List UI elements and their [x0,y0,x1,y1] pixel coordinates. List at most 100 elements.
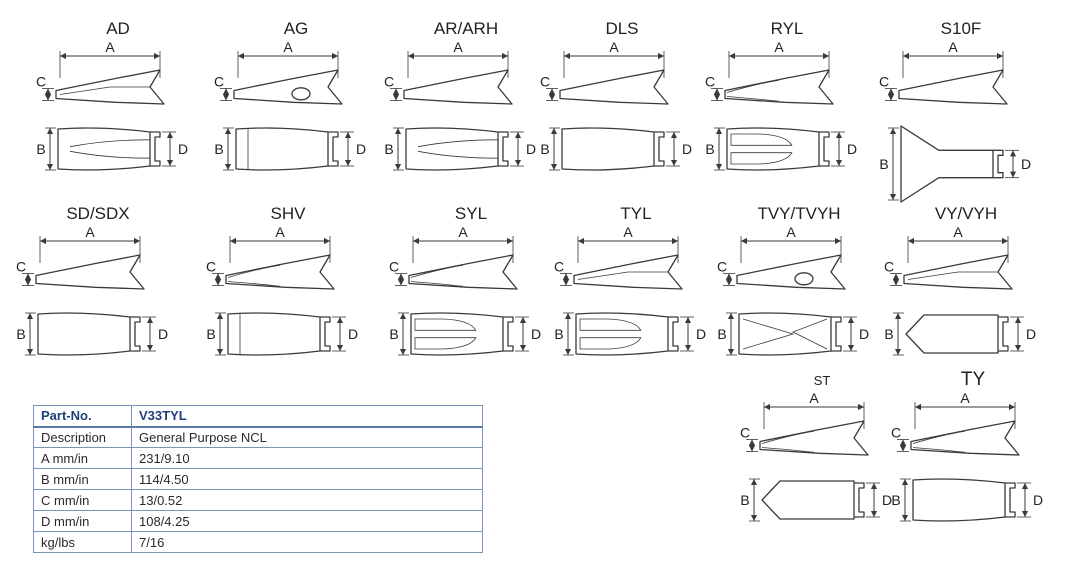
tooth-side-view [898,69,1008,105]
dimension-b-label: B [384,141,393,157]
tooth-type-label: TYL [620,204,651,223]
tooth-side-view [910,420,1020,456]
tooth-side-view [408,254,518,290]
dimension-a-label: A [774,39,784,55]
spec-label: Part-No. [33,405,132,428]
dimension-d-label: D [1033,492,1043,508]
dimension-c-label: C [884,258,894,274]
tooth-top-view [561,127,655,171]
dimension-d-label: D [348,326,358,342]
dimension-c-label: C [554,258,564,274]
dimension-c-label: C [36,73,46,89]
dimension-a-label: A [609,39,619,55]
tooth-type-ty: TYA C B D [891,369,1043,522]
dimension-d-label: D [682,141,692,157]
dimension-c-label: C [740,424,750,440]
tooth-top-view [37,312,131,356]
tooth-side-view [724,69,834,105]
tooth-type-label: SD/SDX [66,204,129,223]
tooth-side-view [736,254,846,290]
tooth-type-label: AG [284,19,309,38]
spec-table-row: kg/lbs 7/16 [33,531,483,553]
dimension-d-label: D [158,326,168,342]
dimension-b-label: B [740,492,749,508]
dimension-d-label: D [1026,326,1036,342]
tooth-side-view [225,254,335,290]
tooth-type-label: VY/VYH [935,204,997,223]
dimension-a-label: A [786,224,796,240]
spec-value: 7/16 [131,531,483,553]
tooth-type-label: AR/ARH [434,19,498,38]
tooth-top-view [738,312,832,356]
dimension-d-label: D [531,326,541,342]
dimension-d-label: D [526,141,536,157]
dimension-b-label: B [717,326,726,342]
dimension-d-label: D [847,141,857,157]
dimension-d-label: D [356,141,366,157]
tooth-type-label: SYL [455,204,487,223]
dimension-b-label: B [705,141,714,157]
spec-value: 13/0.52 [131,489,483,511]
spec-label: A mm/in [33,447,132,469]
dimension-c-label: C [891,424,901,440]
dimension-b-label: B [554,326,563,342]
spec-value: V33TYL [131,405,483,428]
tooth-side-view [759,420,869,456]
tooth-type-label: SHV [271,204,307,223]
dimension-c-label: C [389,258,399,274]
tooth-type-label: RYL [771,19,804,38]
dimension-a-label: A [953,224,963,240]
tooth-side-view [903,254,1013,290]
tooth-side-view [559,69,669,105]
dimension-d-label: D [859,326,869,342]
tooth-side-view [35,254,145,290]
spec-label: C mm/in [33,489,132,511]
dimension-a-label: A [283,39,293,55]
tooth-type-label: TY [961,369,986,390]
dimension-a-label: A [809,390,819,406]
dimension-d-label: D [882,492,892,508]
dimension-a-label: A [275,224,285,240]
dimension-a-label: A [458,224,468,240]
spec-label: D mm/in [33,510,132,532]
dimension-b-label: B [389,326,398,342]
tooth-top-view [900,125,994,203]
tooth-side-view [233,69,343,105]
spec-label: Description [33,426,132,448]
tooth-top-view [761,480,855,520]
dimension-a-label: A [960,390,970,406]
spec-table-row: D mm/in 108/4.25 [33,510,483,532]
dimension-c-label: C [384,73,394,89]
dimension-b-label: B [891,492,900,508]
tooth-top-view [905,314,999,354]
spec-value: 114/4.50 [131,468,483,490]
tooth-type-label: DLS [605,19,638,38]
dimension-c-label: C [879,73,889,89]
tooth-top-view [227,312,321,356]
dimension-c-label: C [16,258,26,274]
tooth-top-view [912,478,1006,522]
dimension-b-label: B [884,326,893,342]
tooth-type-label: S10F [941,19,982,38]
dimension-c-label: C [206,258,216,274]
spec-table-row: Description General Purpose NCL [33,426,483,448]
dimension-a-label: A [623,224,633,240]
tooth-side-view [403,69,513,105]
dimension-a-label: A [105,39,115,55]
spec-value: General Purpose NCL [131,426,483,448]
spec-table-row: C mm/in 13/0.52 [33,489,483,511]
tooth-side-view [55,69,165,105]
dimension-c-label: C [540,73,550,89]
spec-table-row: A mm/in 231/9.10 [33,447,483,469]
dimension-b-label: B [540,141,549,157]
